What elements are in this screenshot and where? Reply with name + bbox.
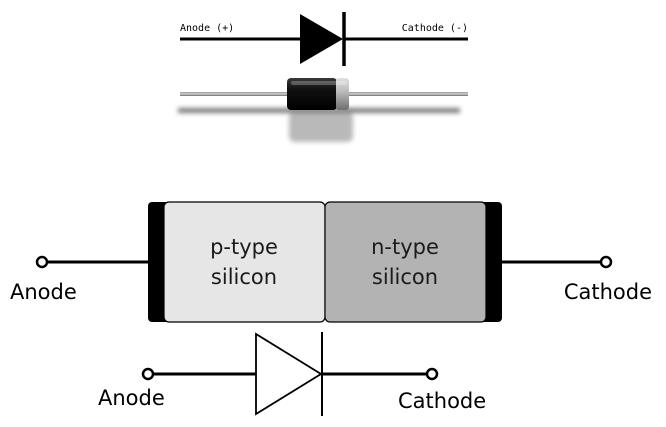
top-cathode-label: Cathode (-) <box>402 23 468 34</box>
junction-cathode-label: Cathode <box>564 280 652 304</box>
top-diode-triangle <box>300 14 343 64</box>
bottom-diode-triangle <box>255 332 323 416</box>
p-type-label-line1: p-type <box>210 235 278 259</box>
p-type-label-line2: silicon <box>211 265 277 289</box>
physical-diode-body <box>287 78 337 110</box>
n-type-region <box>324 201 487 323</box>
bottom-cathode-label: Cathode <box>398 389 486 413</box>
junction-anode-label: Anode <box>10 280 77 304</box>
physical-diode-cathode-band <box>336 78 349 110</box>
top-anode-label: Anode (+) <box>180 23 234 34</box>
bottom-cathode-terminal <box>425 367 439 381</box>
pn-junction: p-type silicon n-type silicon Anode Cath… <box>10 201 652 323</box>
n-type-label-line2: silicon <box>372 265 438 289</box>
junction-cathode-terminal <box>599 255 613 269</box>
physical-diode-body-highlight <box>291 81 347 85</box>
physical-diode-shadow <box>178 108 460 142</box>
physical-diode <box>178 78 468 142</box>
p-type-region <box>163 201 326 323</box>
bottom-diode-symbol: Anode Cathode <box>98 332 486 416</box>
bottom-anode-label: Anode <box>98 386 165 410</box>
junction-anode-terminal <box>35 255 49 269</box>
n-type-label-line1: n-type <box>371 235 439 259</box>
bottom-anode-terminal <box>141 367 155 381</box>
top-diode-symbol: Anode (+) Cathode (-) <box>180 12 468 66</box>
